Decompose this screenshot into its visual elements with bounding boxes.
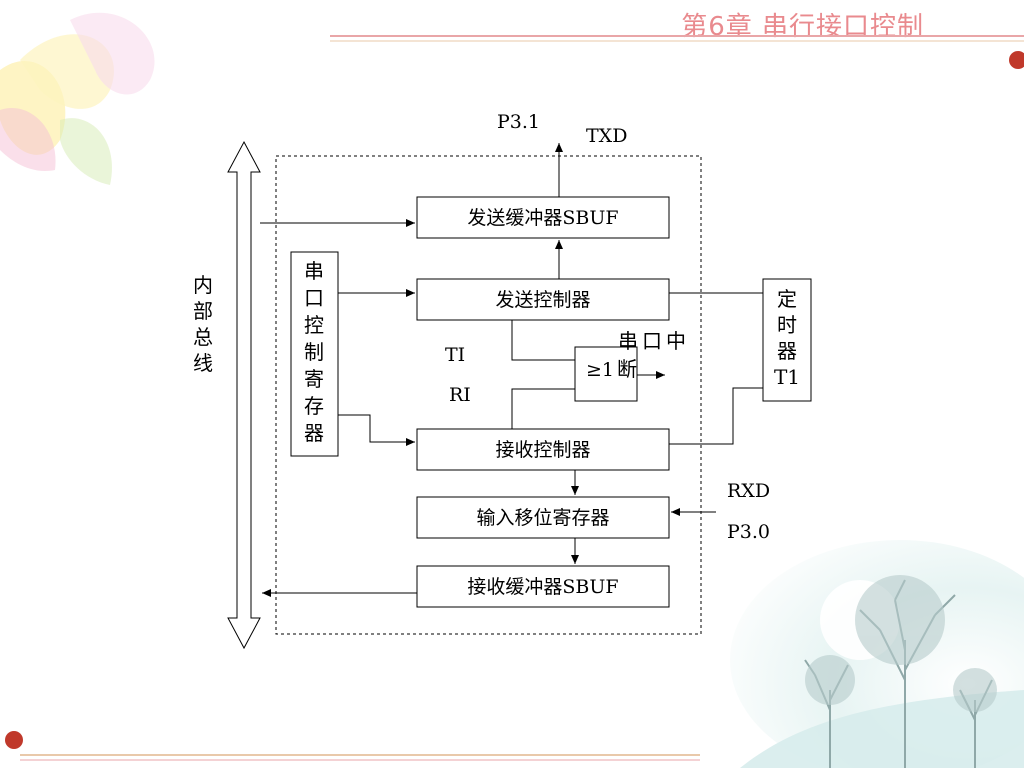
serial-control-register-char: 控: [304, 313, 324, 337]
rx-buffer-box: [416, 565, 670, 608]
ri-label: RI: [449, 384, 471, 406]
rxd-label: RXD: [727, 480, 770, 502]
input-shift-register-label: 输入移位寄存器: [476, 507, 609, 529]
decor-title-rule: [330, 35, 1024, 42]
txd-label: TXD: [586, 125, 627, 147]
ctrl-reg-to-rx-ctrl-line: [338, 414, 415, 446]
internal-bus-char: 部: [193, 299, 213, 323]
serial-control-register-char: 存: [304, 394, 324, 418]
timer-t1: [762, 278, 812, 402]
ti-line: [511, 320, 575, 361]
internal-bus-char: 线: [193, 351, 213, 375]
ti-label: TI: [445, 344, 465, 366]
internal-bus-char: 总: [193, 325, 213, 349]
timer-t1-char: T1: [774, 365, 800, 389]
decor-dot-top: [1009, 51, 1024, 69]
timer-t1-char: 定: [777, 287, 797, 311]
timer-to-rx-ctrl-line: [669, 387, 763, 445]
tx-buffer-box: [416, 196, 670, 239]
rx-controller-label: 接收控制器: [495, 439, 590, 461]
internal-bus-char: 内: [193, 273, 213, 297]
serial-control-register-char: 寄: [304, 367, 324, 391]
serial-interrupt-line2: 断: [617, 357, 637, 381]
serial-port-boundary: [275, 155, 702, 635]
rx-buffer-label: 接收缓冲器SBUF: [467, 576, 618, 598]
or-gate-symbol: ≥1: [586, 359, 614, 381]
or-gate-box: [574, 346, 638, 402]
serial-control-register-char: 口: [304, 286, 324, 310]
decor-bottom-rule: [20, 754, 700, 761]
ri-line: [511, 388, 575, 429]
tx-controller-label: 发送控制器: [495, 289, 590, 311]
decor-dot-bottom: [5, 731, 23, 749]
internal-bus-arrow: [227, 140, 261, 650]
p31-label: P3.1: [497, 111, 540, 133]
decor-tree-scene: [730, 540, 1024, 768]
rx-controller-box: [416, 428, 670, 471]
serial-control-register-char: 串: [304, 259, 324, 283]
serial-control-register-char: 制: [304, 340, 324, 364]
p30-label: P3.0: [727, 521, 770, 543]
input-shift-register-box: [416, 496, 670, 539]
serial-control-register-char: 器: [304, 421, 324, 445]
timer-t1-char: 器: [777, 339, 797, 363]
tx-buffer-label: 发送缓冲器SBUF: [467, 207, 618, 229]
tx-controller-box: [416, 278, 670, 321]
serial-control-register: [290, 251, 339, 457]
timer-t1-char: 时: [777, 313, 797, 337]
serial-interrupt-line1: 串口中: [618, 329, 690, 353]
decor-leaves: [0, 12, 155, 185]
connections: [260, 143, 763, 597]
